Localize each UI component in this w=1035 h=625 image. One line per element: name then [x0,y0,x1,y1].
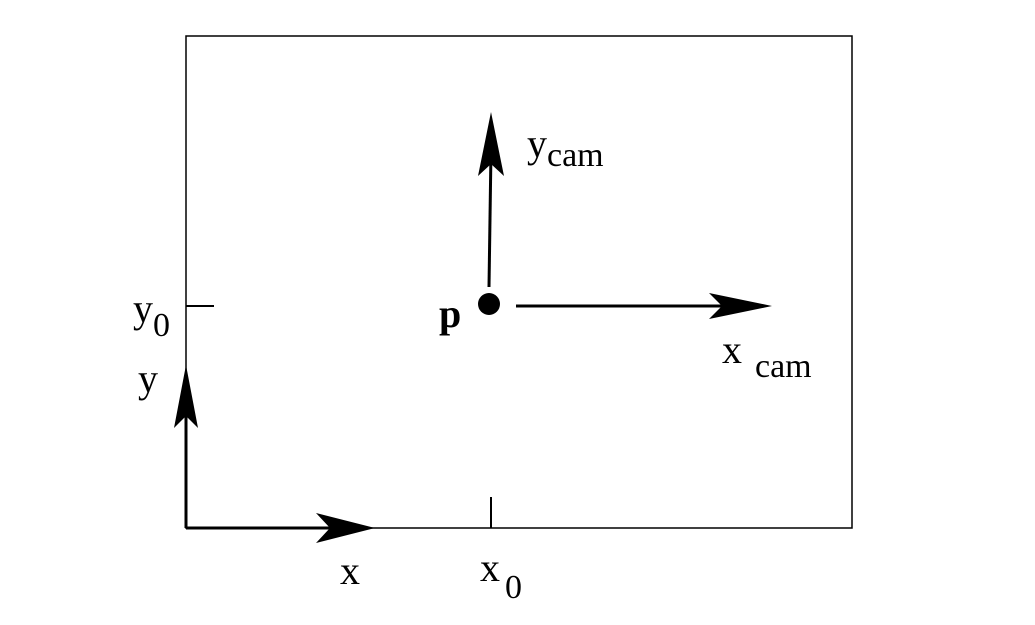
image-frame [185,35,853,529]
x-label: x [340,548,360,593]
x-cam-axis-arrowhead [709,293,772,319]
x-axis-arrowhead [316,513,375,543]
y-cam-axis-line [487,149,493,288]
y-cam-axis-arrowhead [478,112,504,176]
y-label: y [138,356,158,401]
p-label: p [439,291,461,336]
y-axis-arrowhead [174,365,198,428]
y-cam-label: ycam [527,121,604,174]
principal-point-dot [478,293,500,315]
y0-label: y0 [133,286,170,344]
